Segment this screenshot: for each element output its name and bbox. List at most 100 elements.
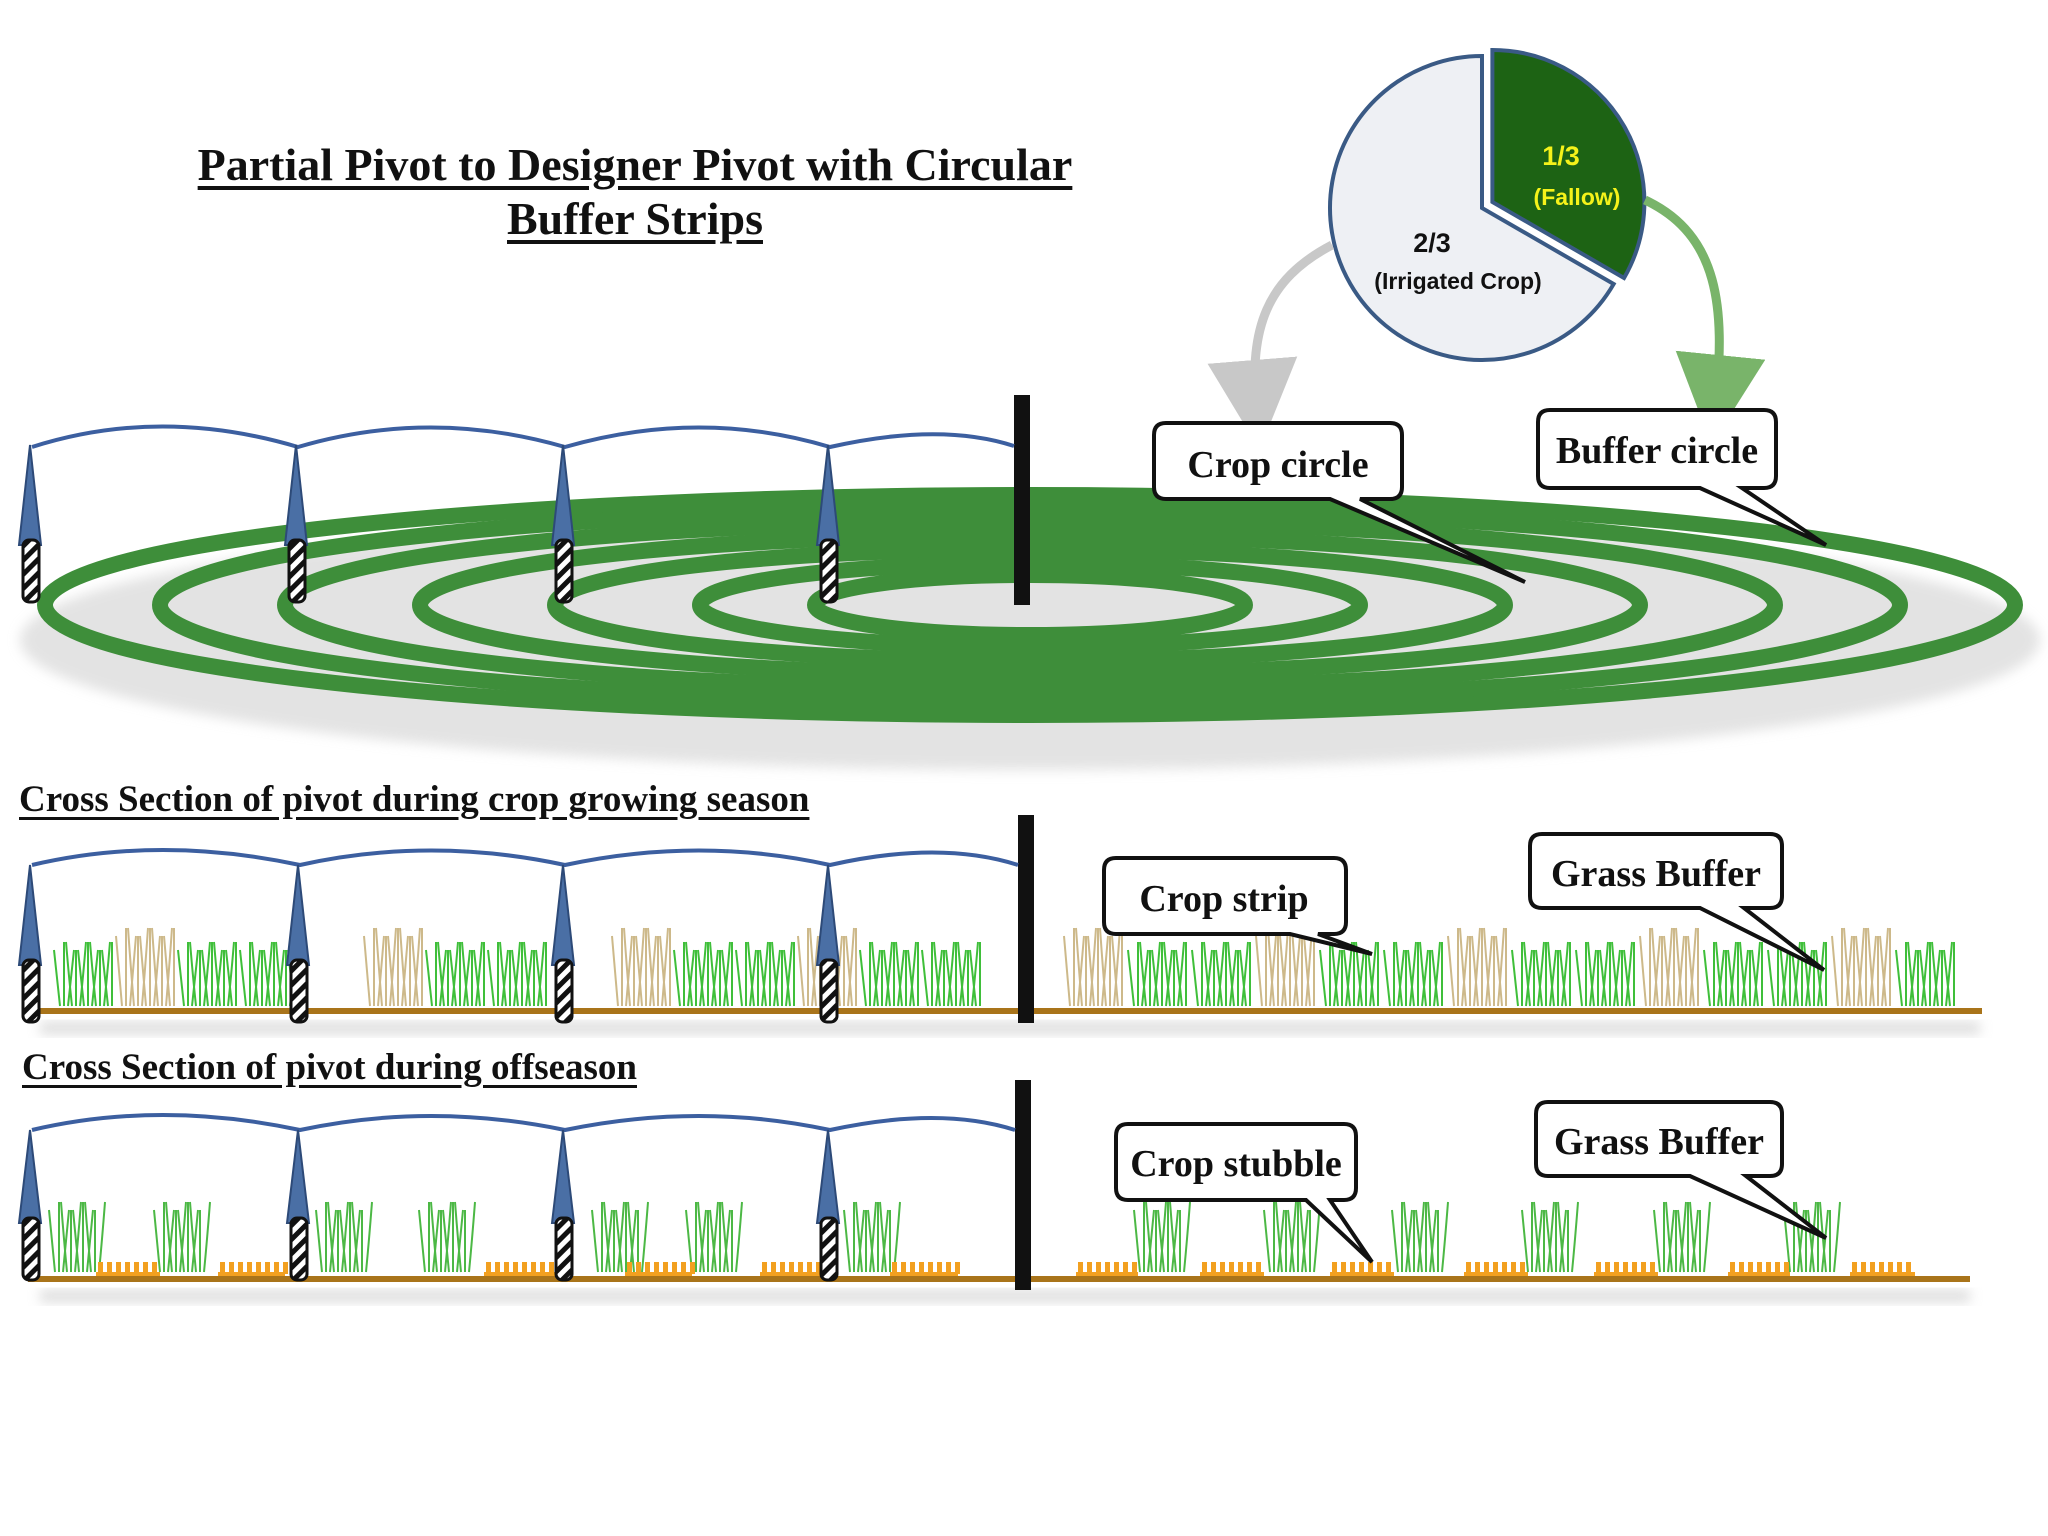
growing-tower-3 [550,864,576,966]
crop-plant-7 [487,941,547,1007]
stubble-stalk [152,1262,157,1274]
arrow-to-crop-circle [1207,241,1335,450]
offseason-tower-3 [550,1129,576,1224]
crop-plant-25 [1767,941,1827,1007]
growing-wheel-2 [289,958,309,1024]
crop-plant-27 [1895,941,1955,1007]
stubble-stalk [486,1262,491,1274]
stubble-stalk [1087,1262,1092,1274]
crop-plant-3 [177,941,237,1007]
offseason-tower-2 [285,1129,311,1224]
diagram-title: Partial Pivot to Designer Pivot with Cir… [160,138,1110,246]
title-line-1: Partial Pivot to Designer Pivot with Cir… [197,139,1073,190]
soil-shadow-offseason [40,1290,1970,1302]
crop-stubble-8 [1200,1262,1264,1276]
soil-line-growing [32,1008,1982,1014]
stubble-stalk [1511,1262,1516,1274]
stubble-stalk [1078,1262,1083,1274]
offseason-wheel-4 [819,1216,839,1282]
stubble-stalk [901,1262,906,1274]
crop-plant-12 [859,941,919,1007]
crop-plant-21 [1511,941,1571,1007]
offseason-tower-4 [815,1129,841,1224]
crop-plant-18 [1319,941,1379,1007]
stubble-stalk [892,1262,897,1274]
growing-tower-2 [285,864,311,966]
stubble-stalk [1775,1262,1780,1274]
stubble-stalk [238,1262,243,1274]
top-tower-1 [17,444,43,546]
stubble-stalk [1105,1262,1110,1274]
pie-slice-fallow [1490,47,1647,281]
crop-stubble-4 [625,1262,695,1276]
stubble-stalk [1596,1262,1601,1274]
grass-buffer-tuft-3 [315,1201,373,1273]
crop-stubble-callout: Crop stubble [1114,1122,1374,1264]
crop-plant-10 [735,941,795,1007]
stubble-stalk [1247,1262,1252,1274]
stubble-stalk [955,1262,960,1274]
crop-plant-19 [1383,941,1443,1007]
stubble-stalk [645,1262,650,1274]
stubble-stalk [798,1262,803,1274]
offseason-wheel-3 [554,1216,574,1282]
stubble-stalk [928,1262,933,1274]
stubble-stalk [1852,1262,1857,1274]
stubble-stalk [513,1262,518,1274]
offseason-tower-1 [17,1129,43,1224]
pivot-center-tower-offseason [1015,1080,1031,1290]
fraction-pie-chart: 2/3 (Irrigated Crop) 1/3 (Fallow) [1328,47,1647,362]
pie-irrigated-fraction: 2/3 [1413,228,1451,258]
grass-buffer-tuft-1 [48,1201,106,1273]
stubble-stalk [98,1262,103,1274]
grass-buffer-plant-23 [1639,927,1700,1007]
stubble-stalk [1605,1262,1610,1274]
stubble-stalk [1906,1262,1911,1274]
crop-plant-6 [425,941,485,1007]
pivot-span-offseason [31,1113,1016,1133]
stubble-stalk [549,1262,554,1274]
grass-buffer-tuft-10 [1391,1201,1449,1273]
offseason-section: Crop stubble Grass Buffer [17,1080,1970,1302]
pivot-towers-offseason [17,1129,841,1282]
stubble-stalk [910,1262,915,1274]
crop-plant-16 [1191,941,1252,1007]
stubble-stalk [690,1262,695,1274]
pie-irrigated-label: (Irrigated Crop) [1374,268,1541,294]
pivot-center-tower-growing [1018,815,1034,1023]
offseason-plants [48,1201,1915,1276]
stubble-stalk [946,1262,951,1274]
pivot-span-top [31,424,1015,450]
stubble-stalk [1238,1262,1243,1274]
stubble-base-3 [484,1272,558,1276]
pivot-towers-top [17,444,841,604]
crop-plant-1 [53,941,113,1007]
grass-buffer-tuft-5 [591,1201,649,1273]
stubble-stalk [681,1262,686,1274]
stubble-stalk [771,1262,776,1274]
stubble-stalk [1368,1262,1373,1274]
crop-stubble-12 [1728,1262,1790,1276]
grass-buffer-tuft-12 [1653,1201,1711,1273]
crop-stubble-3 [484,1262,558,1276]
stubble-stalk [1132,1262,1137,1274]
stubble-stalk [1870,1262,1875,1274]
arrow-to-buffer-circle [1643,195,1766,445]
crop-plant-9 [673,941,733,1007]
stubble-stalk [789,1262,794,1274]
buffer-circle-label: Buffer circle [1556,430,1758,472]
stubble-stalk [495,1262,500,1274]
stubble-stalk [1897,1262,1902,1274]
stubble-stalk [1386,1262,1391,1274]
grass-buffer-plant-14 [1063,927,1124,1007]
top-tower-2 [283,444,309,546]
soil-line-offseason [28,1276,1970,1282]
stubble-stalk [265,1262,270,1274]
stubble-stalk [1202,1262,1207,1274]
crop-strip-label: Crop strip [1139,878,1308,920]
crop-stubble-13 [1850,1262,1915,1276]
grass-buffer-tuft-9 [1263,1201,1321,1273]
stubble-stalk [107,1262,112,1274]
